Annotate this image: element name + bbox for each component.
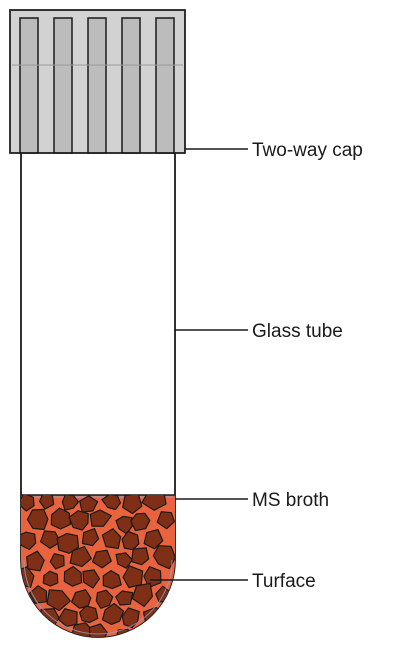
turface-particle xyxy=(39,495,55,510)
turface-particle xyxy=(115,590,134,606)
turface-particle xyxy=(102,570,122,590)
turface-particle xyxy=(115,552,133,569)
glass-bottom-highlight xyxy=(23,559,173,635)
two-way-cap xyxy=(9,9,186,154)
turface-particle xyxy=(63,565,83,587)
turface-particle xyxy=(122,495,143,515)
turface-label: Turface xyxy=(252,571,316,592)
turface-particle xyxy=(101,528,122,549)
turface-particle xyxy=(50,507,72,530)
turface-particle xyxy=(21,531,37,551)
turface-particle xyxy=(68,510,89,531)
tube-label: Glass tube xyxy=(252,321,343,342)
turface-particle xyxy=(156,511,175,530)
turface-particle xyxy=(69,545,92,567)
cap-slot xyxy=(155,17,175,154)
turface-particle xyxy=(101,495,122,511)
turface-particle xyxy=(79,495,99,513)
turface-particle xyxy=(26,550,45,572)
turface-particle xyxy=(131,547,150,566)
turface-particle xyxy=(82,569,101,589)
cap-slot xyxy=(87,17,107,154)
turface-particle xyxy=(57,608,78,627)
turface-particle xyxy=(81,528,100,547)
turface-particle xyxy=(121,607,140,629)
turface-particle xyxy=(143,529,164,550)
turface-particle xyxy=(79,605,99,624)
turface-particle xyxy=(131,582,153,607)
turface-particle xyxy=(49,553,65,570)
cap-slot xyxy=(121,17,141,154)
broth-label: MS broth xyxy=(252,490,329,511)
turface-particle xyxy=(101,602,125,625)
turface-particle xyxy=(56,532,79,554)
turface-particle xyxy=(26,508,49,531)
turface-particle xyxy=(42,570,59,587)
turface-particle xyxy=(61,495,80,511)
cap-label: Two-way cap xyxy=(252,140,363,161)
turface-particle xyxy=(141,495,167,511)
turface-particle xyxy=(152,545,175,570)
turface-particle xyxy=(89,509,112,527)
turface-particle xyxy=(130,512,151,532)
turface-particle xyxy=(95,589,114,609)
cap-slot xyxy=(53,17,73,154)
turface-particle xyxy=(46,589,71,612)
cap-slot xyxy=(19,17,39,154)
turface-particle xyxy=(21,495,35,512)
turface-particle xyxy=(91,549,112,569)
turface-particle xyxy=(122,565,144,589)
